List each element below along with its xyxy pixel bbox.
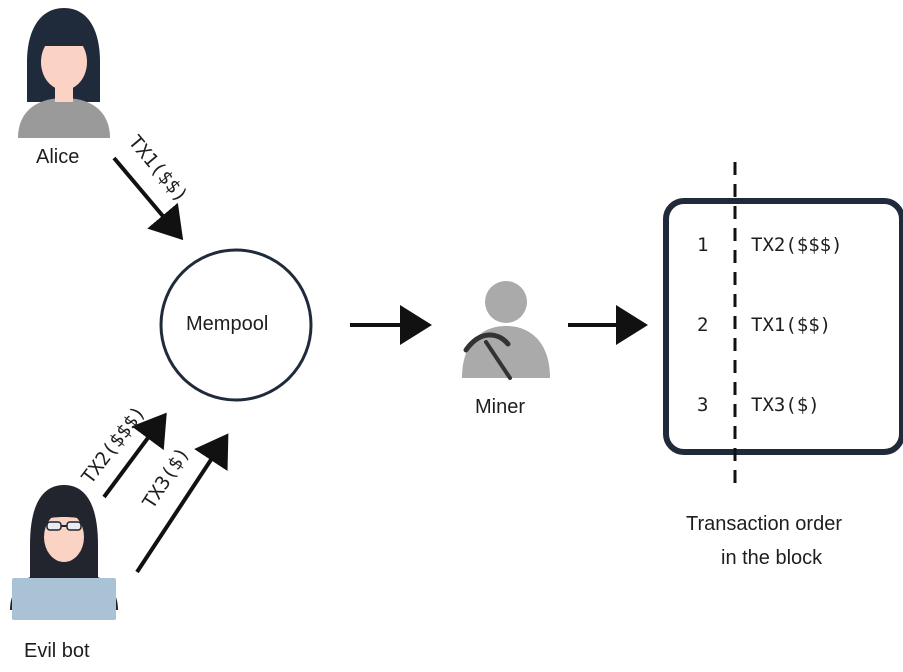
tx3-arrow bbox=[135, 433, 229, 574]
block-row-3-index: 3 bbox=[697, 394, 709, 416]
alice-avatar-icon bbox=[18, 8, 110, 138]
miner-icon bbox=[462, 281, 550, 380]
alice-label: Alice bbox=[36, 146, 80, 168]
mempool-label: Mempool bbox=[186, 313, 269, 335]
mempool-circle bbox=[159, 248, 313, 402]
block-box bbox=[663, 198, 903, 455]
miner-label: Miner bbox=[475, 396, 526, 418]
block-row-2-tx: TX1($$) bbox=[751, 314, 832, 336]
block-caption-line1: Transaction order bbox=[686, 513, 842, 535]
tx2-arrow bbox=[102, 412, 167, 499]
block-row-1-index: 1 bbox=[697, 234, 709, 256]
alice-to-mempool-arrow bbox=[112, 156, 184, 241]
block-row-2-index: 2 bbox=[697, 314, 709, 336]
block-caption-line2: in the block bbox=[721, 547, 823, 569]
evil-bot-avatar-icon bbox=[10, 485, 118, 620]
block-row-3-tx: TX3($) bbox=[751, 394, 820, 416]
block-row-1-tx: TX2($$$) bbox=[751, 234, 843, 256]
evil-bot-label: Evil bot bbox=[24, 640, 90, 662]
